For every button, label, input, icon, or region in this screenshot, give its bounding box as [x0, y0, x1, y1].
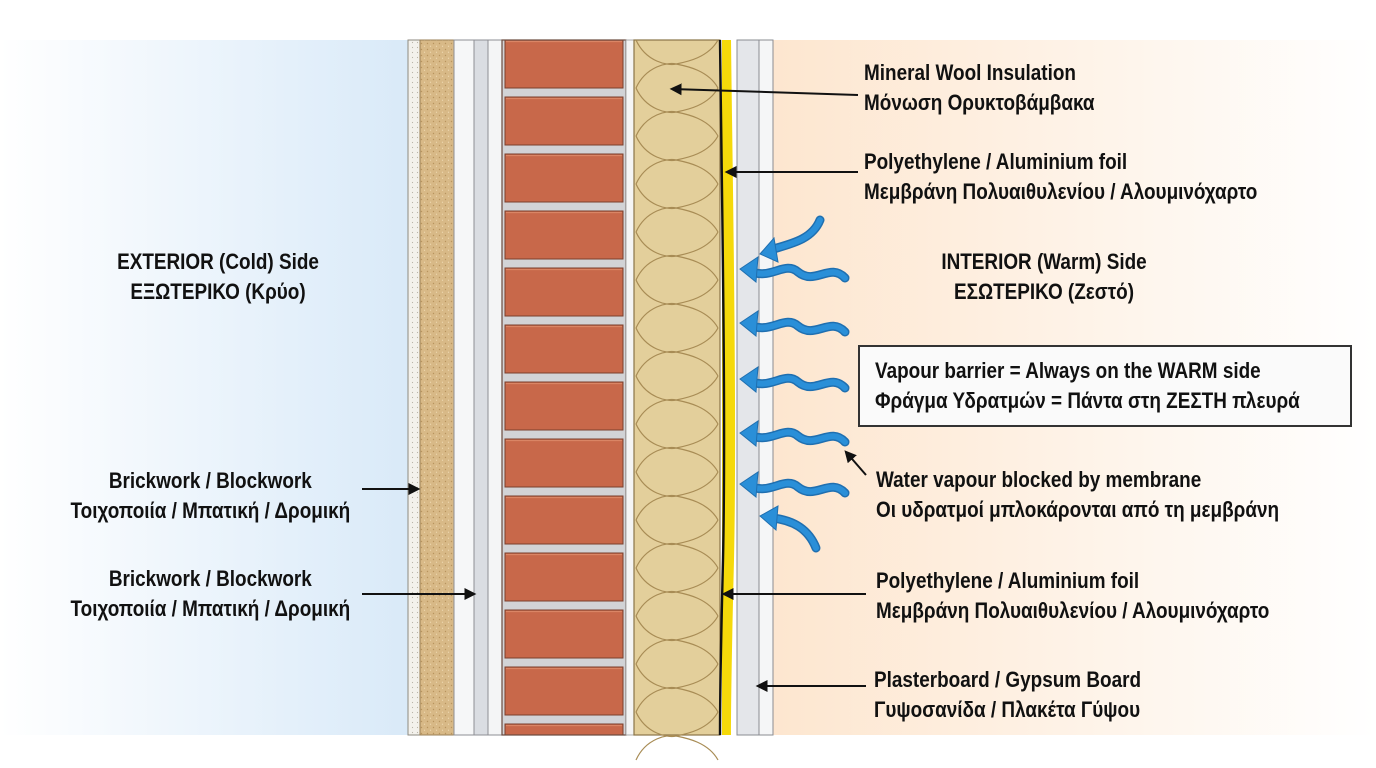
vapour-arrow-icon [745, 265, 848, 281]
rule-box-line-en: Vapour barrier = Always on the WARM side [875, 358, 1261, 383]
brick [504, 552, 624, 602]
exterior-label: EXTERIOR (Cold) Side ΕΞΩΤΕΡΙΚΟ (Κρύο) [98, 247, 339, 307]
vapour-arrow-icon [745, 319, 848, 335]
vapour-arrows [739, 215, 850, 553]
exterior-finish [407, 39, 421, 736]
brick [504, 666, 624, 716]
wool-fibre [635, 62, 719, 89]
mineral-wool-texture [635, 39, 719, 761]
cavity-board [473, 39, 489, 736]
brickwork-2-label-gr: Τοιχοποιία / Μπατική / Δρομική [70, 596, 350, 621]
brick [504, 609, 624, 659]
wool-fibre [635, 542, 719, 569]
wool-fibre [635, 110, 719, 137]
foil-top-label: Polyethylene / Aluminium foil Μεμβράνη Π… [864, 147, 1257, 207]
rule-box [858, 345, 1352, 427]
plasterboard-label: Plasterboard / Gypsum Board Γυψοσανίδα /… [874, 665, 1141, 725]
foil-bottom-label: Polyethylene / Aluminium foil Μεμβράνη Π… [876, 566, 1269, 626]
plasterboard-label-en: Plasterboard / Gypsum Board [874, 667, 1142, 692]
brickwork-2-label: Brickwork / Blockwork Τοιχοποιία / Μπατι… [70, 564, 350, 624]
vapour-blocked-pointer-icon [844, 450, 867, 476]
gap-strip [625, 39, 635, 736]
plasterboard-label-gr: Γυψοσανίδα / Πλακέτα Γύψου [874, 697, 1141, 722]
rule-box-text: Vapour barrier = Always on the WARM side… [875, 356, 1300, 416]
wool-fibre [635, 686, 719, 713]
vapour-arrow-head [759, 236, 779, 263]
wool-fibre [635, 590, 719, 617]
vapour-arrow-head [739, 471, 759, 498]
brick [504, 495, 624, 545]
cavity-gap-2 [487, 39, 503, 736]
exterior-zone [0, 40, 420, 735]
foil-bottom-label-en: Polyethylene / Aluminium foil [876, 568, 1140, 593]
interior-label-gr: ΕΣΩΤΕΡΙΚΟ (Ζεστό) [953, 279, 1135, 304]
foil-top-label-gr: Μεμβράνη Πολυαιθυλενίου / Αλουμινόχαρτο [864, 179, 1258, 204]
wool-fibre [635, 254, 719, 281]
vapour-blocked-label: Water vapour blocked by membrane Οι υδρα… [876, 465, 1279, 525]
mineral-wool-label-gr: Μόνωση Ορυκτοβάμβακα [864, 90, 1095, 115]
vapour-arrow-icon [745, 480, 848, 496]
wool-fibre [635, 206, 719, 233]
brick [504, 324, 624, 374]
brick [504, 381, 624, 431]
brick [504, 438, 624, 488]
rule-box-line-gr: Φράγμα Υδρατμών = Πάντα στη ΖΕΣΤΗ πλευρά [875, 388, 1300, 413]
mineral-wool-label: Mineral Wool Insulation Μόνωση Ορυκτοβάμ… [864, 58, 1095, 118]
brick-wall [504, 39, 624, 736]
vapour-arrow-icon [745, 375, 848, 391]
brick [504, 210, 624, 260]
vapour-arrow-head [739, 366, 759, 393]
mineral-wool-pointer-icon [669, 83, 859, 96]
cavity-gap [453, 39, 475, 736]
mineral-wool-layer [633, 39, 721, 736]
wool-fibre [635, 734, 719, 761]
wool-fibre [635, 638, 719, 665]
vapour-blocked-label-en: Water vapour blocked by membrane [876, 467, 1202, 492]
brickwork-1-label-gr: Τοιχοποιία / Μπατική / Δρομική [70, 498, 350, 523]
brick [504, 39, 624, 89]
brickwork-1-label-en: Brickwork / Blockwork [108, 468, 312, 493]
wool-fibre [635, 446, 719, 473]
brick [504, 153, 624, 203]
interior-label: INTERIOR (Warm) Side ΕΣΩΤΕΡΙΚΟ (Ζεστό) [925, 247, 1162, 307]
foil-top-label-en: Polyethylene / Aluminium foil [864, 149, 1128, 174]
membrane-line [718, 39, 726, 736]
vapour-blocked-label-gr: Οι υδρατμοί μπλοκάρονται από τη μεμβράνη [876, 497, 1280, 522]
vapour-arrow-head [759, 505, 779, 532]
vapour-arrow-head [739, 420, 759, 447]
exterior-label-en: EXTERIOR (Cold) Side [117, 249, 319, 274]
interior-label-en: INTERIOR (Warm) Side [941, 249, 1147, 274]
foil-bottom-label-gr: Μεμβράνη Πολυαιθυλενίου / Αλουμινόχαρτο [876, 598, 1270, 623]
wool-fibre [635, 494, 719, 521]
render-layer [419, 39, 455, 736]
brickwork-2-label-en: Brickwork / Blockwork [108, 566, 312, 591]
vapour-arrow-head [739, 310, 759, 337]
wool-fibre [635, 398, 719, 425]
brickwork-1-label: Brickwork / Blockwork Τοιχοποιία / Μπατι… [70, 466, 350, 526]
vapour-membrane [722, 40, 736, 735]
exterior-label-gr: ΕΞΩΤΕΡΙΚΟ (Κρύο) [130, 279, 306, 304]
brick [504, 267, 624, 317]
wool-fibre [635, 350, 719, 377]
vapour-arrow-icon [745, 429, 848, 445]
brick [504, 96, 624, 146]
wool-fibre [635, 158, 719, 185]
mineral-wool-label-en: Mineral Wool Insulation [864, 60, 1076, 85]
wool-fibre [635, 302, 719, 329]
vapour-arrow-head [739, 256, 759, 283]
